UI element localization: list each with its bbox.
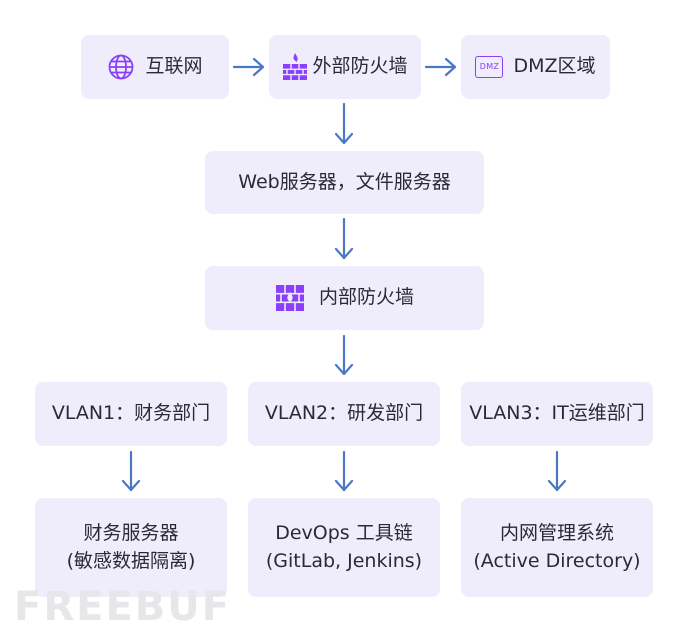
node-it-management-system: 内网管理系统 (Active Directory) (461, 498, 653, 597)
node-finance-server-title: 财务服务器 (83, 521, 179, 544)
node-vlan1-finance: VLAN1：财务部门 (35, 382, 227, 446)
node-it-system-note: (Active Directory) (473, 549, 641, 572)
node-internal-firewall-label: 内部防火墙 (318, 286, 414, 309)
node-vlan2-label: VLAN2：研发部门 (264, 402, 424, 425)
node-vlan1-label: VLAN1：财务部门 (51, 402, 211, 425)
arrow-servers-to-internal-firewall (334, 217, 354, 260)
node-external-firewall: 外部防火墙 (269, 35, 421, 99)
arrow-internal-firewall-to-vlan2 (334, 334, 354, 376)
node-vlan3-label: VLAN3：IT运维部门 (469, 402, 645, 425)
node-vlan3-it-ops: VLAN3：IT运维部门 (461, 382, 653, 446)
node-web-file-servers: Web服务器，文件服务器 (205, 151, 484, 214)
node-finance-server-note: (敏感数据隔离) (66, 549, 196, 572)
node-devops-title: DevOps 工具链 (275, 521, 413, 544)
firewall-icon (282, 53, 308, 81)
node-internet: 互联网 (81, 35, 229, 99)
node-dmz: DMZ DMZ区域 (461, 35, 610, 99)
arrow-vlan1-to-finance-server (121, 450, 141, 492)
arrow-vlan3-to-it-system (547, 450, 567, 492)
dmz-icon: DMZ (475, 55, 504, 78)
node-it-system-title: 内网管理系统 (499, 521, 614, 544)
arrow-external-firewall-to-servers (334, 102, 354, 145)
node-external-firewall-label: 外部防火墙 (312, 55, 408, 78)
arrow-internet-to-external-firewall (232, 57, 265, 77)
globe-icon (107, 53, 135, 81)
node-devops-note: (GitLab, Jenkins) (265, 549, 423, 572)
node-internet-label: 互联网 (145, 55, 203, 78)
node-web-file-servers-label: Web服务器，文件服务器 (238, 170, 451, 193)
node-internal-firewall: 内部防火墙 (205, 266, 484, 330)
node-vlan2-rnd: VLAN2：研发部门 (248, 382, 440, 446)
firewall-icon (275, 284, 305, 312)
node-devops-toolchain: DevOps 工具链 (GitLab, Jenkins) (248, 498, 440, 597)
node-dmz-label: DMZ区域 (513, 55, 596, 78)
watermark: FREEBUF (14, 584, 232, 630)
arrow-vlan2-to-devops (334, 450, 354, 492)
arrow-external-firewall-to-dmz (424, 57, 457, 77)
node-finance-server: 财务服务器 (敏感数据隔离) (35, 498, 227, 597)
